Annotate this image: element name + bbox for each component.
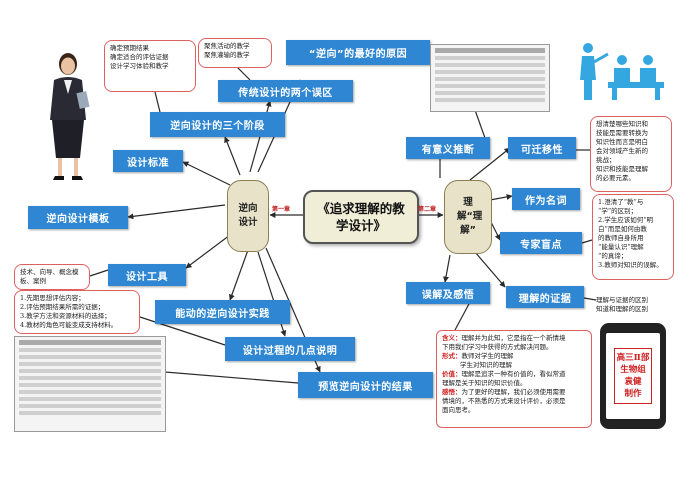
line-to-evidence: [474, 251, 506, 288]
note-stages: 确定预期结果确定适合的评估证据设计学习体验和教学: [104, 40, 196, 92]
presenter-audience-icon: [580, 43, 664, 100]
template-thumbnail-bottom: [14, 336, 166, 432]
note-expert: 1.澄清了“教”与“学”的区别；2.学生应该如何“明白”而是如何由教的教师自身所…: [592, 194, 674, 280]
note-tools: 技术、向导、概念模板、案例: [14, 264, 90, 290]
node-meaningful[interactable]: 有意义推断: [406, 137, 490, 159]
chapter-left-label: 第一章: [272, 206, 291, 213]
node-template[interactable]: 逆向设计模板: [28, 206, 128, 229]
line-to-design-standard: [182, 161, 231, 186]
node-misunderstand[interactable]: 误解及感悟: [406, 282, 490, 304]
phone-icon: 高三Ⅱ部生物组袁健制作: [600, 323, 666, 429]
line-to-tools: [185, 234, 231, 269]
line-to-misunderstand: [443, 254, 451, 283]
node-two-mistakes[interactable]: 传统设计的两个误区: [218, 80, 353, 102]
node-expert[interactable]: 专家盲点: [500, 232, 582, 254]
node-design-standard[interactable]: 设计标准: [113, 150, 183, 172]
right-scroll: 理解“理解”: [444, 180, 492, 254]
line-to-transfer: [469, 147, 511, 181]
table-thumbnail-top: [430, 44, 550, 112]
note-mistakes: 聚焦活动的教学聚焦灌输的教学: [198, 38, 272, 68]
central-title: 《追求理解的教学设计》: [303, 190, 419, 244]
node-transfer[interactable]: 可迁移性: [508, 137, 576, 159]
node-evidence[interactable]: 理解的证据: [506, 286, 584, 308]
note-evidence: 理解与证据的区别知道和理解的区别: [596, 296, 648, 313]
line-to-three-stages: [224, 136, 241, 176]
note-transfer: 想清楚哪些知识和技能是需要转换为知识性而言是明白会对领域产生新的挑战；知识和技能…: [590, 116, 672, 192]
node-tools[interactable]: 设计工具: [108, 264, 186, 286]
node-notes[interactable]: 设计过程的几点说明: [225, 337, 355, 361]
node-practice[interactable]: 能动的逆向设计实践: [155, 300, 290, 324]
node-three-stages[interactable]: 逆向设计的三个阶段: [150, 112, 285, 137]
line-to-practice: [229, 249, 249, 301]
left-scroll: 逆向设计: [227, 180, 269, 252]
chapter-right-label: 第二章: [418, 206, 437, 213]
line-to-template: [127, 204, 226, 220]
note-definition: 含义：理解并为此知，它是指在一个新情境 下用我们学习中获得的方式解决问题。 形式…: [436, 330, 592, 428]
line-to-noun: [489, 194, 513, 201]
note-practice: 1.先期思想评估内容；2.评估预期结果所需的证据；3.教学方法和资源材料的选择；…: [14, 290, 140, 334]
author-credit: 高三Ⅱ部生物组袁健制作: [613, 348, 653, 404]
teacher-figure-icon: [50, 53, 90, 180]
node-noun[interactable]: 作为名词: [512, 188, 580, 210]
node-misconceptions[interactable]: “逆向”的最好的原因: [286, 40, 430, 65]
node-preview[interactable]: 预览逆向设计的结果: [298, 372, 433, 398]
